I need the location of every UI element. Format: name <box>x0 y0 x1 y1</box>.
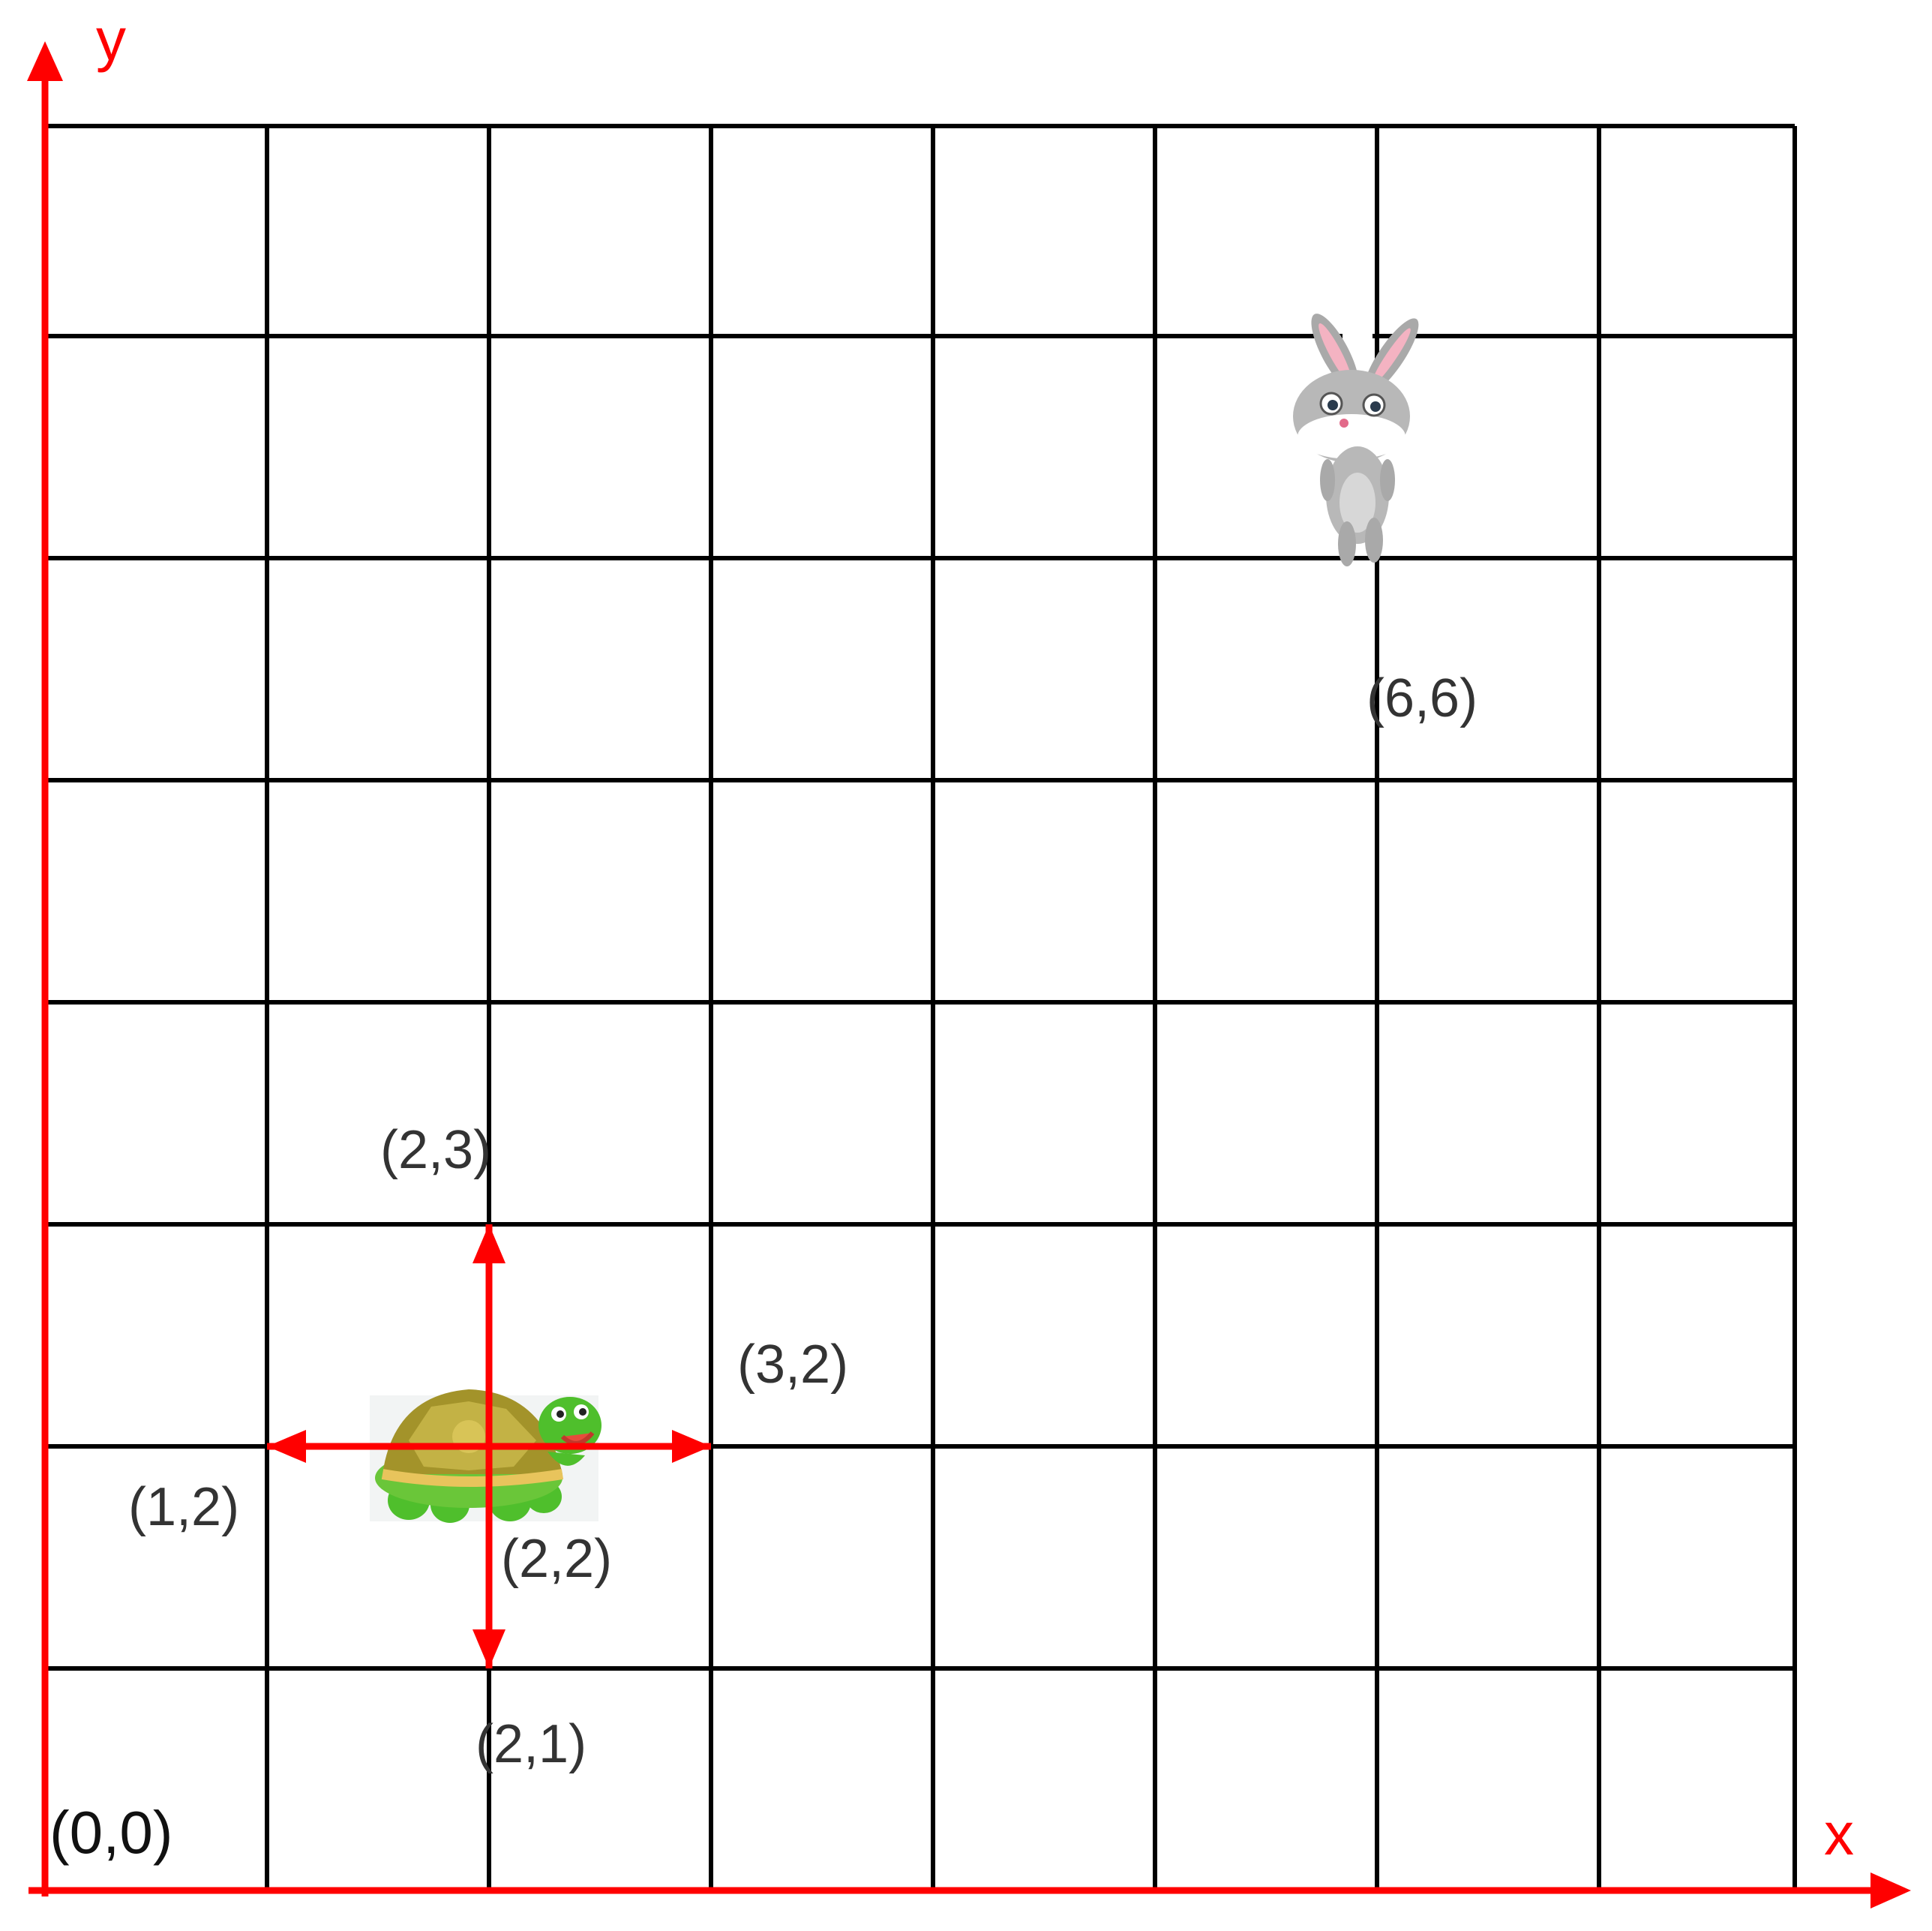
axes: x y (0,0) <box>27 6 1911 1908</box>
turtle-move-arrows <box>267 1224 711 1668</box>
grid <box>45 124 1797 1890</box>
move-arrowhead-up-icon <box>472 1224 506 1263</box>
move-arrowhead-down-icon <box>472 1629 506 1668</box>
move-arrowhead-left-icon <box>267 1430 306 1463</box>
move-label-left: (1,2) <box>128 1477 239 1537</box>
y-axis-label: y <box>96 6 126 73</box>
y-axis-arrow-icon <box>27 41 63 81</box>
turtle-coordinate-label: (2,2) <box>501 1529 612 1589</box>
move-arrowhead-right-icon <box>672 1430 711 1463</box>
move-label-up: (2,3) <box>380 1120 491 1180</box>
rabbit-coordinate-label: (6,6) <box>1366 668 1478 728</box>
move-label-right: (3,2) <box>737 1335 848 1395</box>
origin-label: (0,0) <box>50 1799 173 1866</box>
turtle-icon <box>370 1389 602 1523</box>
rabbit-icon <box>1268 293 1429 566</box>
move-label-down: (2,1) <box>476 1714 586 1774</box>
turtle-move-labels: (2,3) (3,2) (1,2) (2,1) <box>128 1120 848 1774</box>
x-axis-arrow-icon <box>1870 1872 1911 1908</box>
x-axis-label: x <box>1824 1800 1854 1867</box>
